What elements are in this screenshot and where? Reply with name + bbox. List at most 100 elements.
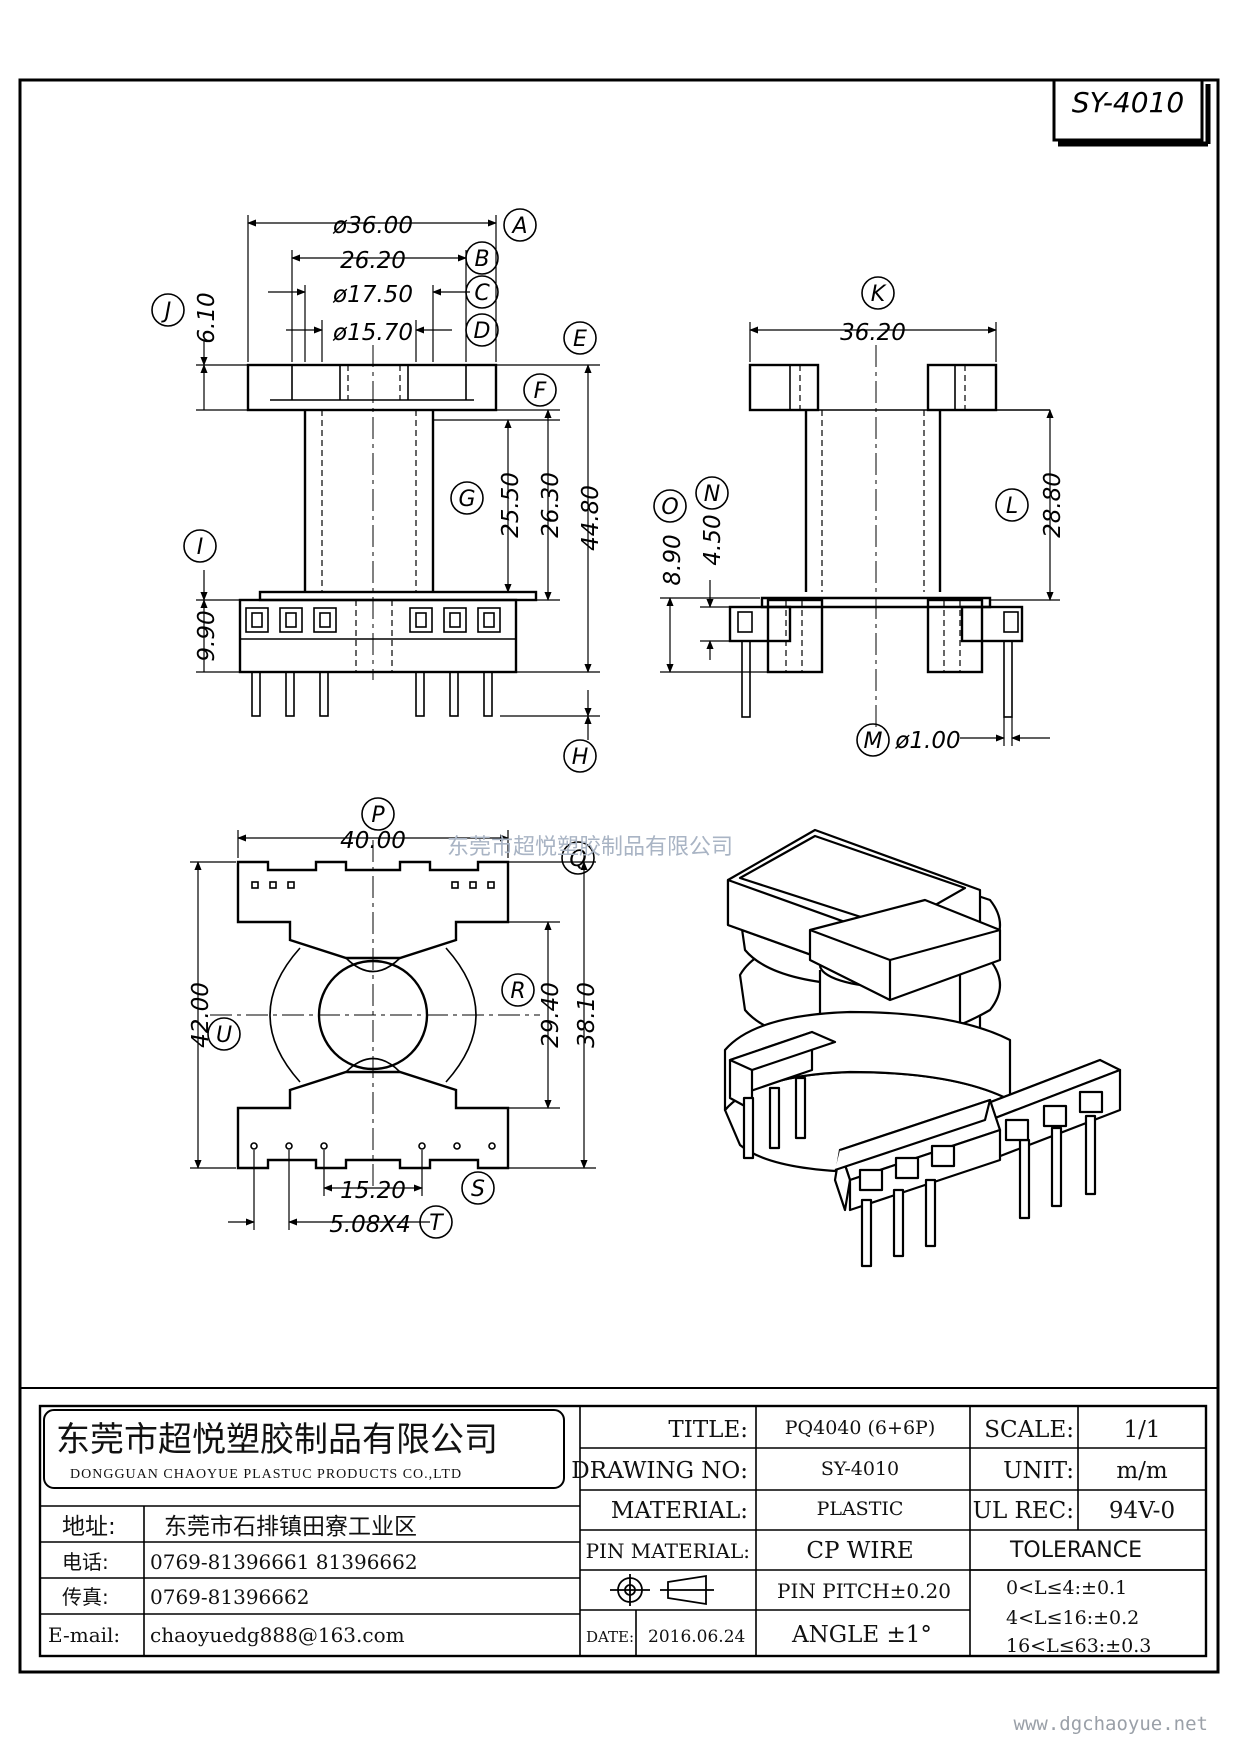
fax-value: 0769-81396662 xyxy=(150,1585,309,1609)
tolerance-label: TOLERANCE xyxy=(1009,1538,1142,1563)
drawing-id-box: SY-4010 xyxy=(1052,78,1211,147)
svg-text:D: D xyxy=(474,319,491,344)
drawing-id: SY-4010 xyxy=(1072,86,1184,119)
svg-text:F: F xyxy=(534,379,547,404)
title-block: 东莞市超悦塑胶制品有限公司 DONGGUAN CHAOYUE PLASTUC P… xyxy=(20,1387,1218,1658)
callout-b: B xyxy=(465,241,499,275)
top-view: 40.00 42.00 29.40 38.10 15.20 5.08X4 P Q… xyxy=(188,797,600,1239)
unit-label: UNIT: xyxy=(1003,1458,1074,1484)
svg-text:H: H xyxy=(572,745,589,770)
dim-k: 36.20 xyxy=(840,320,906,346)
isometric-view xyxy=(723,828,1122,1268)
date-value: 2016.06.24 xyxy=(648,1627,745,1647)
drawing-no-label: DRAWING NO: xyxy=(571,1458,748,1484)
svg-text:M: M xyxy=(864,729,883,754)
dim-g1: 25.50 xyxy=(498,472,524,538)
ul-label: UL REC: xyxy=(973,1498,1074,1524)
pin-pitch: PIN PITCH±0.20 xyxy=(777,1579,951,1603)
svg-text:R: R xyxy=(510,979,525,1004)
callout-q: Q xyxy=(561,841,595,875)
svg-text:O: O xyxy=(661,495,678,520)
callout-i: I xyxy=(183,529,217,563)
dim-r: 29.40 xyxy=(538,982,564,1048)
email-value: chaoyuedg888@163.com xyxy=(150,1623,405,1647)
callout-d: D xyxy=(465,313,499,347)
scale-label: SCALE: xyxy=(984,1417,1074,1443)
callout-g: G xyxy=(450,481,484,515)
svg-text:C: C xyxy=(474,281,490,306)
callout-l: L xyxy=(995,488,1029,522)
address-label: 地址: xyxy=(62,1514,116,1540)
svg-text:L: L xyxy=(1006,494,1018,519)
dim-t: 5.08X4 xyxy=(329,1212,411,1238)
dim-j: 6.10 xyxy=(194,292,220,343)
pin-material-label: PIN MATERIAL: xyxy=(586,1539,750,1563)
dim-b: 26.20 xyxy=(340,248,406,274)
callout-k: K xyxy=(861,276,895,310)
phone-label: 电话: xyxy=(62,1550,109,1574)
front-view: ø36.00 26.20 ø17.50 ø15.70 6.10 25.50 26… xyxy=(151,208,604,773)
phone-value: 0769-81396661 81396662 xyxy=(150,1550,418,1574)
website: www.dgchaoyue.net xyxy=(1014,1713,1208,1735)
callout-j: J xyxy=(151,293,185,327)
dim-g2: 26.30 xyxy=(538,472,564,538)
callout-t: T xyxy=(419,1205,453,1239)
dim-d: ø15.70 xyxy=(332,320,413,346)
sheet-border xyxy=(18,78,1220,1674)
email-label: E-mail: xyxy=(48,1623,120,1647)
dim-c: ø17.50 xyxy=(332,282,413,308)
dim-q: 38.10 xyxy=(574,982,600,1048)
company-name-en: DONGGUAN CHAOYUE PLASTUC PRODUCTS CO.,LT… xyxy=(70,1467,462,1482)
dim-o: 8.90 xyxy=(660,534,686,585)
dim-h: 44.80 xyxy=(578,485,604,551)
tolerance-1: 0<L≤4:±0.1 xyxy=(1006,1577,1127,1599)
dim-u: 42.00 xyxy=(188,982,214,1048)
svg-text:G: G xyxy=(458,487,475,512)
callout-o: O xyxy=(653,489,687,523)
dim-l: 28.80 xyxy=(1040,472,1066,538)
svg-text:I: I xyxy=(197,535,204,560)
dim-i: 9.90 xyxy=(194,610,220,661)
svg-text:Q: Q xyxy=(569,847,586,872)
callout-a: A xyxy=(503,208,537,242)
side-view: 36.20 28.80 8.90 4.50 ø1.00 K L M N O xyxy=(653,276,1066,757)
projection-symbol-icon xyxy=(610,1574,714,1606)
material-value: PLASTIC xyxy=(817,1498,904,1520)
fax-label: 传真: xyxy=(62,1585,109,1609)
date-label: DATE: xyxy=(586,1628,634,1646)
callout-u: U xyxy=(207,1017,241,1051)
svg-text:N: N xyxy=(704,482,720,507)
svg-text:K: K xyxy=(871,282,887,307)
callout-c: C xyxy=(465,275,499,309)
callout-h: H xyxy=(563,739,597,773)
svg-text:E: E xyxy=(573,327,587,352)
watermark: 东莞市超悦塑胶制品有限公司 xyxy=(447,835,733,860)
title-label: TITLE: xyxy=(668,1417,748,1443)
callout-f: F xyxy=(523,373,557,407)
dim-m: ø1.00 xyxy=(894,728,960,754)
ul-value: 94V-0 xyxy=(1109,1498,1175,1524)
drawing-no-value: SY-4010 xyxy=(821,1458,899,1480)
dim-n: 4.50 xyxy=(700,514,726,565)
svg-text:P: P xyxy=(371,803,385,828)
callout-n: N xyxy=(695,476,729,510)
svg-text:T: T xyxy=(429,1211,444,1236)
angle: ANGLE ±1° xyxy=(791,1622,932,1648)
svg-text:B: B xyxy=(474,247,489,272)
callout-s: S xyxy=(461,1171,495,1205)
svg-text:S: S xyxy=(471,1177,485,1202)
dim-a: ø36.00 xyxy=(332,213,413,239)
dim-p: 40.00 xyxy=(340,828,406,854)
callout-m: M xyxy=(856,723,890,757)
material-label: MATERIAL: xyxy=(611,1498,748,1524)
callout-p: P xyxy=(361,797,395,831)
company-name-cn: 东莞市超悦塑胶制品有限公司 xyxy=(56,1420,498,1460)
svg-text:J: J xyxy=(161,299,172,324)
dim-s: 15.20 xyxy=(340,1178,406,1204)
callout-r: R xyxy=(501,973,535,1007)
title-value: PQ4040 (6+6P) xyxy=(785,1417,935,1439)
tolerance-3: 16<L≤63:±0.3 xyxy=(1006,1635,1151,1657)
address-value: 东莞市石排镇田寮工业区 xyxy=(164,1514,417,1540)
svg-text:A: A xyxy=(510,214,527,239)
